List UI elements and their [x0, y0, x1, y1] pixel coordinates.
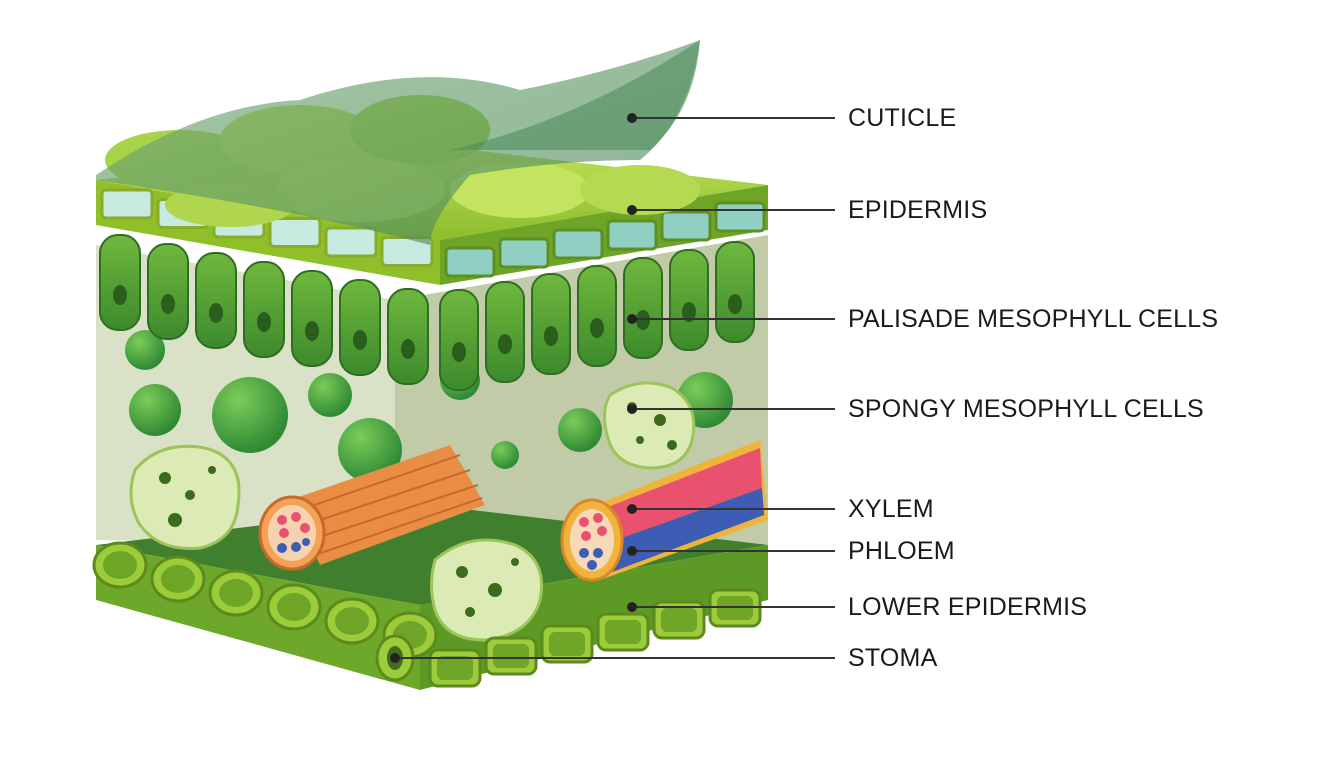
cell-interior: [335, 607, 369, 635]
label-stoma: STOMA: [848, 644, 938, 672]
leader-lines: [390, 113, 835, 663]
cell-nucleus: [544, 326, 558, 346]
epidermis-cell: [552, 228, 604, 260]
palisade-cell: [439, 289, 479, 391]
palisade-cell: [195, 252, 237, 349]
epidermis-cell: [100, 188, 154, 220]
cell-nucleus: [257, 312, 271, 332]
cell-nucleus: [498, 334, 512, 354]
palisade-cell: [387, 288, 429, 385]
cell-interior: [437, 656, 473, 680]
palisade-cell: [147, 243, 189, 340]
label-palisade-mesophyll-cells: PALISADE MESOPHYLL CELLS: [848, 305, 1219, 333]
epidermis-cell: [660, 210, 712, 242]
palisade-cell: [623, 257, 663, 359]
palisade-cell: [577, 265, 617, 367]
spongy-blob: [308, 373, 352, 417]
cell-nucleus: [590, 318, 604, 338]
epidermis-cell: [324, 226, 378, 258]
cell-interior: [661, 608, 697, 632]
cell-interior: [103, 551, 137, 579]
cell-interior: [605, 620, 641, 644]
spongy-blob: [338, 418, 402, 482]
epidermis-cell: [714, 201, 766, 233]
palisade-cell: [339, 279, 381, 376]
spongy-blob: [558, 408, 602, 452]
spongy-mesophyll-cell: [430, 538, 544, 642]
label-cuticle: CUTICLE: [848, 104, 957, 132]
palisade-cell: [243, 261, 285, 358]
spongy-blob: [212, 377, 288, 453]
spongy-mesophyll-cell: [129, 444, 241, 551]
label-lower-epidermis: LOWER EPIDERMIS: [848, 593, 1088, 621]
label-xylem: XYLEM: [848, 495, 934, 523]
vascular-bundle-orange: [258, 445, 485, 571]
cell-interior: [161, 565, 195, 593]
palisade-mesophyll-layer: [99, 234, 755, 391]
cell-nucleus: [728, 294, 742, 314]
cell-nucleus: [161, 294, 175, 314]
epidermis-cell: [444, 246, 496, 278]
label-phloem: PHLOEM: [848, 537, 955, 565]
epidermis-cell: [268, 217, 322, 248]
palisade-cell: [715, 241, 755, 343]
cell-nucleus: [682, 302, 696, 322]
spongy-blob: [125, 330, 165, 370]
cell-nucleus: [452, 342, 466, 362]
cell-interior: [277, 593, 311, 621]
cell-nucleus: [401, 339, 415, 359]
label-spongy-mesophyll-cells: SPONGY MESOPHYLL CELLS: [848, 395, 1204, 423]
cell-nucleus: [353, 330, 367, 350]
palisade-cell: [485, 281, 525, 383]
cell-nucleus: [209, 303, 223, 323]
cuticle-layer: [96, 40, 700, 245]
lower-epidermis-cells: [92, 541, 762, 688]
spongy-blob: [491, 441, 519, 469]
epidermis-cell: [498, 237, 550, 269]
palisade-cell: [291, 270, 333, 367]
epidermis-cell: [606, 219, 658, 251]
cell-nucleus: [305, 321, 319, 341]
label-epidermis: EPIDERMIS: [848, 196, 988, 224]
cell-interior: [493, 644, 529, 668]
spongy-blob: [129, 384, 181, 436]
palisade-cell: [531, 273, 571, 375]
cell-interior: [549, 632, 585, 656]
palisade-cell: [99, 234, 141, 331]
palisade-cell: [669, 249, 709, 351]
cell-nucleus: [113, 285, 127, 305]
spongy-mesophyll-cell: [603, 381, 696, 470]
cell-interior: [219, 579, 253, 607]
